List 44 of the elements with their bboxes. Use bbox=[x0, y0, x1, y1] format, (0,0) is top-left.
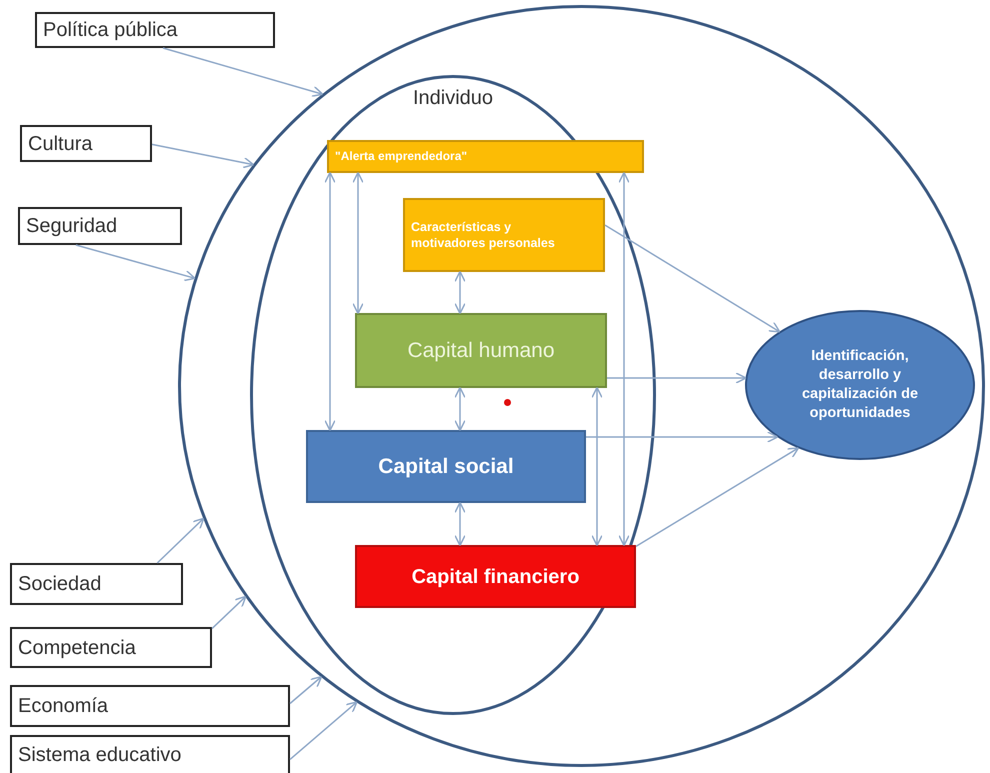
arrow bbox=[591, 386, 603, 546]
factor-box bbox=[10, 685, 290, 727]
arrow bbox=[607, 372, 747, 384]
ellipse-heading: Individuo bbox=[412, 86, 494, 111]
process-box bbox=[403, 198, 605, 272]
process-box bbox=[355, 545, 636, 608]
node-label: Seguridad bbox=[25, 214, 118, 239]
process-box bbox=[327, 140, 644, 173]
arrow bbox=[290, 676, 322, 704]
node-label: Cultura bbox=[27, 132, 94, 156]
node-label: "Alerta emprendedora" bbox=[334, 148, 468, 164]
arrow bbox=[152, 144, 254, 168]
arrow bbox=[162, 47, 324, 97]
node-label: Capital financiero bbox=[412, 564, 580, 590]
node-label: Economía bbox=[17, 694, 110, 719]
arrow bbox=[636, 447, 800, 548]
node-label: Características y motivadores personales bbox=[410, 218, 556, 252]
node-label: Política pública bbox=[42, 18, 179, 43]
arrow bbox=[454, 386, 466, 432]
factor-box bbox=[35, 12, 275, 48]
arrow bbox=[352, 172, 364, 314]
arrow bbox=[76, 244, 196, 282]
factor-box bbox=[18, 207, 182, 245]
arrow bbox=[604, 224, 780, 333]
factor-box bbox=[10, 735, 290, 773]
factor-box bbox=[20, 125, 152, 162]
node-label: Sociedad bbox=[17, 572, 102, 597]
process-box bbox=[306, 430, 586, 503]
node-label: Capital humano bbox=[407, 338, 555, 364]
node-label: Identificación, desarrollo y capitalización de oportunidades bbox=[800, 347, 920, 423]
node-label: Capital social bbox=[378, 454, 514, 480]
arrow bbox=[454, 270, 466, 314]
process-box bbox=[355, 313, 607, 388]
arrow bbox=[324, 172, 336, 432]
factor-box bbox=[10, 563, 183, 605]
arrow bbox=[156, 518, 204, 564]
factor-box bbox=[10, 627, 212, 668]
arrow bbox=[586, 431, 778, 443]
node-label: Competencia bbox=[17, 636, 137, 660]
arrow bbox=[454, 502, 466, 546]
arrow bbox=[290, 701, 358, 760]
arrow bbox=[211, 596, 246, 630]
arrow bbox=[618, 172, 630, 546]
node-label: Sistema educativo bbox=[17, 743, 182, 768]
